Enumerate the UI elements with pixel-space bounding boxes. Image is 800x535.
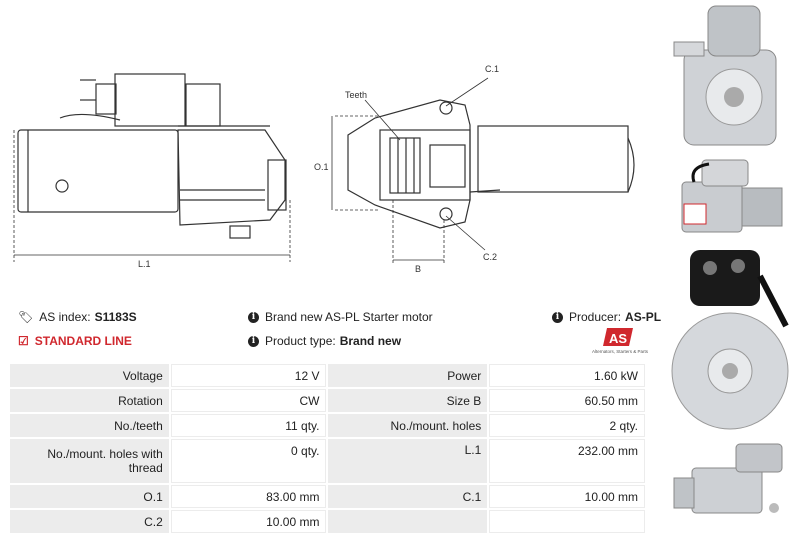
as-index-row: 🏷 AS index: S1183S [18,310,137,324]
as-index-value: S1183S [94,310,137,324]
spec-value: 1.60 kW [489,364,645,387]
spec-value: 10.00 mm [170,510,327,533]
spec-value: 2 qty. [489,414,645,437]
spec-value: 12 V [170,364,327,387]
spec-key: Rotation [10,389,169,412]
standard-line-label: STANDARD LINE [34,334,132,348]
label-b: B [415,264,421,274]
as-pl-logo: AS Alternators, Starters & Parts [592,328,649,354]
product-type-row: i Product type: Brand new [248,334,401,348]
spec-key: No./mount. holes [328,414,488,437]
technical-drawing: L.1 Teeth C.1 C.2 O.1 B [13,64,635,274]
spec-value: 232.00 mm [489,439,645,483]
producer-label: Producer: [569,310,622,324]
photo-side-view-2[interactable] [664,438,796,520]
spec-value [489,510,645,533]
spec-value: 83.00 mm [170,485,327,508]
spec-value: 60.50 mm [489,389,645,412]
spec-key: No./mount. holes with thread [10,439,169,483]
info-icon: i [248,311,259,323]
tag-icon: 🏷 [18,310,34,324]
spec-key: Size B [328,389,488,412]
spec-key: O.1 [10,485,169,508]
label-o1: O.1 [314,162,329,172]
table-row: Voltage 12 V Power 1.60 kW [10,364,645,387]
table-row: C.2 10.00 mm [10,510,645,533]
spec-table: Voltage 12 V Power 1.60 kW Rotation CW S… [8,362,647,535]
logo-tagline: Alternators, Starters & Parts [592,349,649,354]
photo-solenoid-view[interactable] [664,246,796,436]
spec-key: C.1 [328,485,488,508]
producer-value: AS-PL [625,310,662,324]
spec-key: L.1 [328,439,488,483]
photo-front-view[interactable] [664,2,796,152]
product-type-value: Brand new [339,334,402,348]
product-photos [660,0,800,523]
spec-key [328,510,488,533]
table-row: No./teeth 11 qty. No./mount. holes 2 qty… [10,414,645,437]
label-c2: C.2 [483,252,497,262]
spec-value: CW [170,389,327,412]
product-type-label: Product type: [265,334,336,348]
spec-value: 10.00 mm [489,485,645,508]
table-row: O.1 83.00 mm C.1 10.00 mm [10,485,645,508]
as-index-label: AS index: [39,310,91,324]
label-c1: C.1 [485,64,499,74]
info-icon: i [552,311,563,323]
logo-mark: AS [609,331,627,346]
producer-row: i Producer: AS-PL [552,310,661,324]
spec-key: Power [328,364,488,387]
checkbox-icon: ☑ [18,334,29,348]
spec-key: C.2 [10,510,169,533]
info-icon: i [248,335,259,347]
spec-key: Voltage [10,364,169,387]
description-text: Brand new AS-PL Starter motor [265,310,433,324]
spec-value: 0 qty. [170,439,327,483]
spec-value: 11 qty. [170,414,327,437]
line-row: ☑ STANDARD LINE [18,334,132,348]
table-row: No./mount. holes with thread 0 qty. L.1 … [10,439,645,483]
table-row: Rotation CW Size B 60.50 mm [10,389,645,412]
photo-side-view-1[interactable] [664,152,796,242]
description-row: i Brand new AS-PL Starter motor [248,310,433,324]
label-l1: L.1 [138,259,151,269]
spec-key: No./teeth [10,414,169,437]
label-teeth: Teeth [345,90,367,100]
